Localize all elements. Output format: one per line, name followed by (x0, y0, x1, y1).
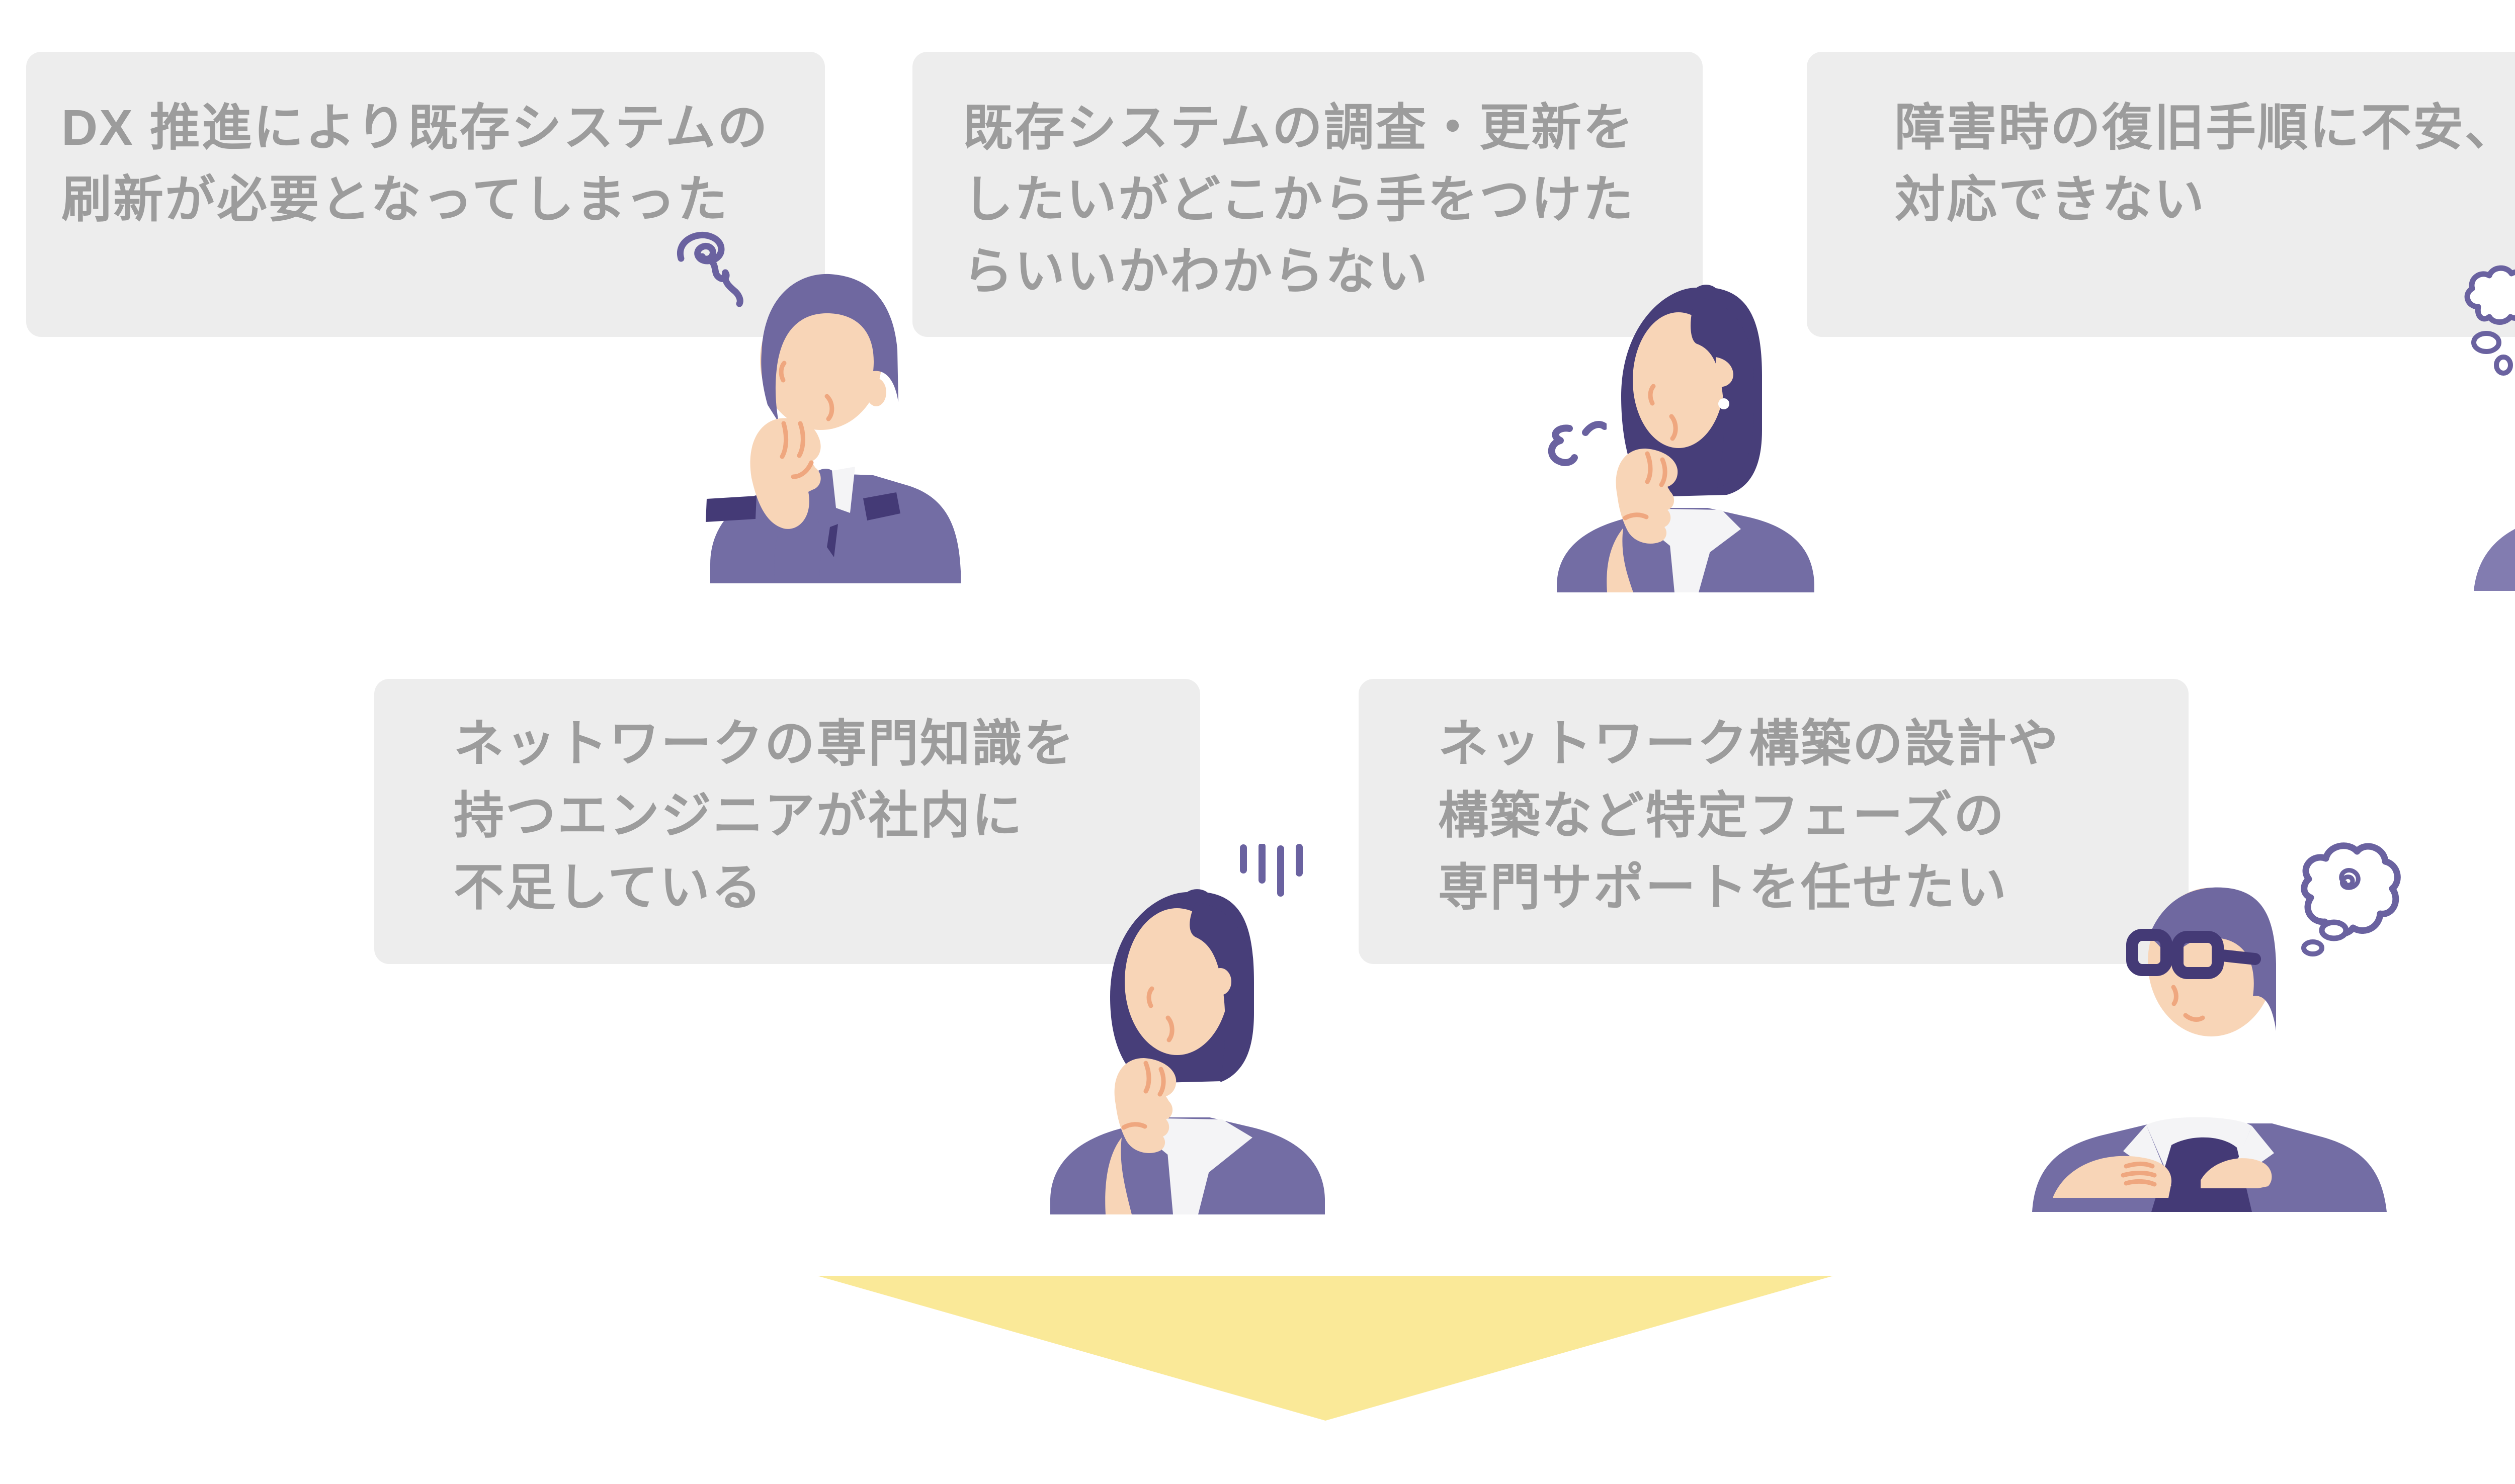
bubble-text-line: 障害時の復旧手順に不安、 (1895, 100, 2515, 156)
pain-point-bubble-4: ネットワークの専門知識を 持つエンジニアが社内に 不足している (374, 679, 1200, 964)
rectangular-glasses-icon (2126, 929, 2261, 979)
thinking-woman-bob-illustration (1557, 285, 1814, 592)
confusion-scribble-icon (667, 227, 758, 308)
pain-point-bubble-2: 既存システムの調査・更新を したいがどこから手をつけた らいいかわからない (912, 52, 1703, 337)
bubble-text-line: 専門サポートを任せたい (1438, 859, 2008, 916)
down-arrow (817, 1276, 1833, 1421)
person-thinking-woman-bob (1547, 282, 1823, 592)
person-thinking-older-man-arms-crossed (2020, 878, 2397, 1212)
bubble-text-line: 構築など特定フェーズの (1438, 788, 2005, 844)
bubble-text-line: 不足している (454, 859, 763, 916)
pain-point-bubble-5: ネットワーク構築の設計や 構築など特定フェーズの 専門サポートを任せたい (1359, 679, 2189, 964)
bubble-text-line: ネットワーク構築の設計や (1438, 716, 2060, 772)
pain-point-bubble-3: 障害時の復旧手順に不安、 対応できない (1807, 52, 2515, 337)
bubble-text-line: らいいかわからない (963, 243, 1429, 300)
thinking-man-round-glasses-illustration (2474, 529, 2515, 591)
confused-sigh-icon (1543, 411, 1607, 477)
person-thinking-man-workwear (676, 245, 966, 583)
bubble-text-line: 持つエンジニアが社内に (454, 788, 1024, 844)
pain-point-bubble-1: DX 推進により既存システムの 刷新が必要となってしまった (26, 52, 825, 337)
stress-lines-icon (1238, 844, 1306, 897)
bubble-text-line: 刷新が必要となってしまった (61, 171, 729, 228)
thinking-man-workwear-illustration (706, 274, 961, 583)
bubble-text-line: 既存システムの調査・更新を (963, 100, 1635, 156)
bubble-text-line: したいがどこから手をつけた (963, 171, 1635, 228)
person-thinking-man-round-glasses (2449, 279, 2515, 591)
thinking-woman-bob-2-illustration (1050, 889, 1325, 1214)
bubble-text-line: 対応できない (1895, 171, 2206, 228)
bubble-text-line: ネットワークの専門知識を (454, 716, 1075, 772)
bubble-text-line: DX 推進により既存システムの (61, 100, 769, 156)
tangled-thought-bubble-icon (2294, 836, 2402, 962)
person-thinking-woman-bob-2 (1036, 886, 1368, 1214)
thought-cloud-icon (2457, 260, 2515, 376)
thinking-older-man-arms-crossed-illustration (2032, 887, 2387, 1212)
